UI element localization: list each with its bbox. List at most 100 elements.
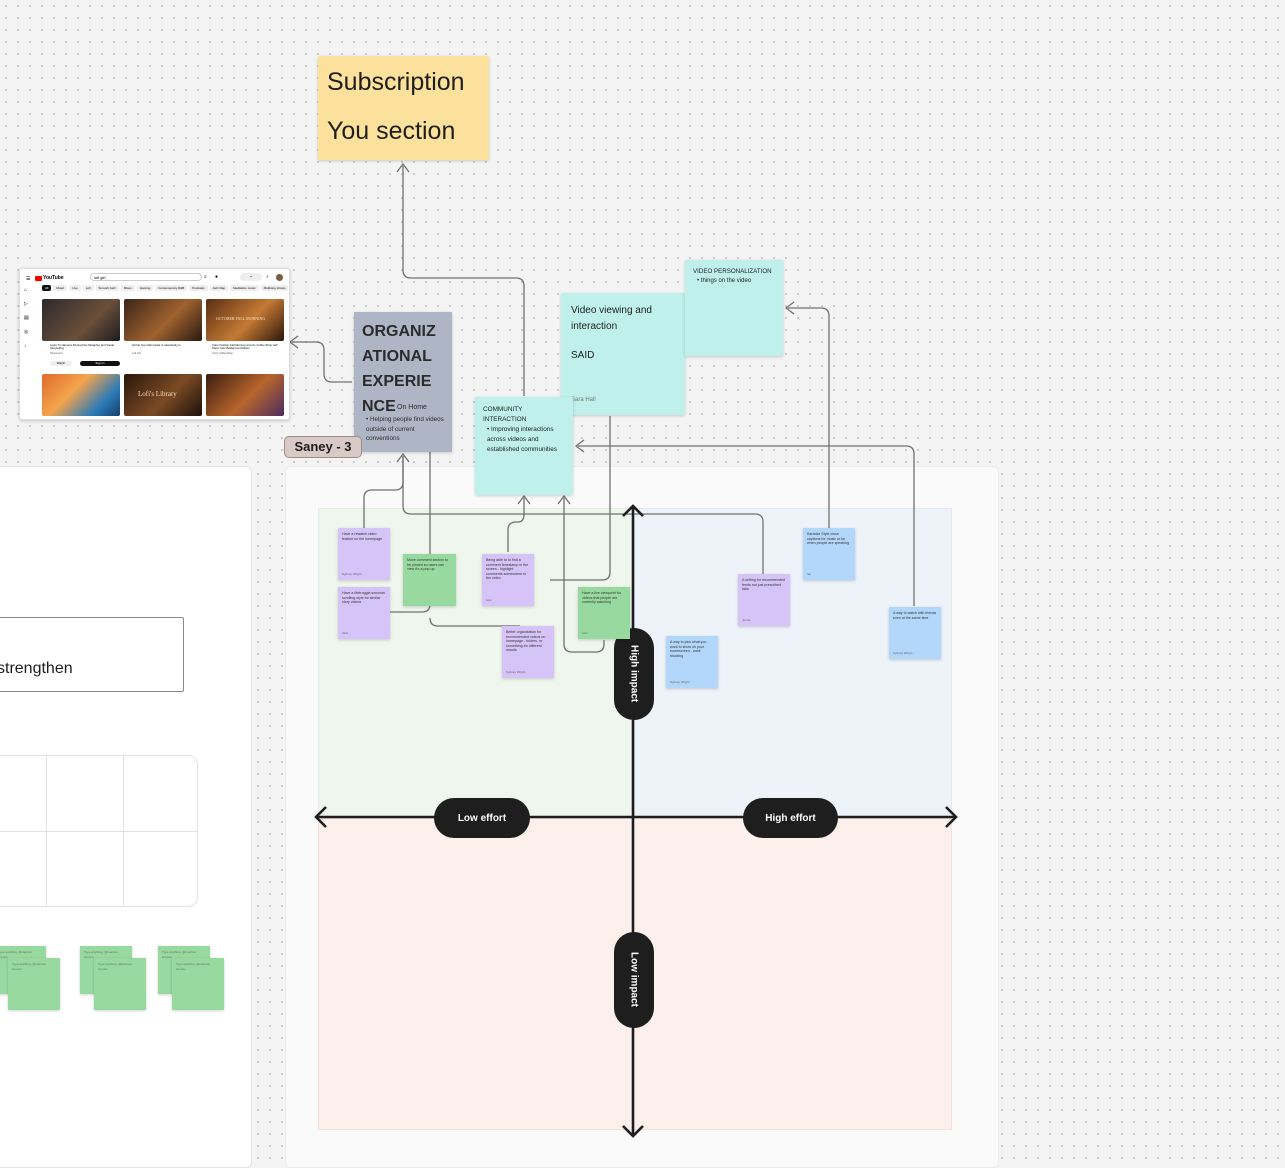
home-icon[interactable]: ⌂ xyxy=(24,287,28,293)
video-personalization-title: VIDEO PERSONALIZATION xyxy=(693,268,772,275)
you-icon[interactable]: ◎ xyxy=(24,329,29,335)
connector xyxy=(550,416,611,581)
arrow-head xyxy=(517,494,531,505)
chip[interactable]: Lofi xyxy=(82,285,94,291)
idea-sticky[interactable]: Have a Metroggle-seconds scrolling style… xyxy=(338,587,390,639)
low-effort-label[interactable]: Low effort xyxy=(434,798,530,838)
subscription-line2: You section xyxy=(327,117,456,145)
arrow-head xyxy=(574,439,585,453)
watch-button[interactable]: Watch xyxy=(50,361,72,366)
chip[interactable]: Music xyxy=(53,285,68,291)
chip[interactable]: All xyxy=(42,285,52,291)
idea-sticky[interactable]: Have a live viewpoint for videos that pe… xyxy=(578,587,630,639)
shorts-icon[interactable]: ▷ xyxy=(24,301,28,307)
org-title-line: ATIONAL xyxy=(362,348,432,365)
idea-sticky[interactable]: A setting for recommended feeds not just… xyxy=(738,574,790,626)
video-thumbnail[interactable] xyxy=(42,299,120,341)
mic-icon[interactable]: ● xyxy=(215,274,219,280)
idea-sticky[interactable]: Being able to to find a comment timestam… xyxy=(482,554,534,606)
small-green-note[interactable]: Type anything, @mention anyone xyxy=(94,958,146,1010)
downloads-icon[interactable]: ↓ xyxy=(24,343,27,349)
video-viewing-title: Video viewing and interaction xyxy=(571,305,652,332)
youtube-screenshot[interactable]: ☰ YouTube lofi girl ⌕ ● + ♪ All Music Li… xyxy=(19,268,290,420)
axis-arrow-left xyxy=(314,806,327,828)
subscriptions-icon[interactable]: ▤ xyxy=(24,315,29,321)
chip[interactable]: Gaming xyxy=(136,285,154,291)
create-button[interactable]: + xyxy=(240,273,262,281)
chip[interactable]: Podcasts xyxy=(189,285,208,291)
small-green-note[interactable]: Type anything, @mention anyone xyxy=(172,958,224,1010)
youtube-search-input[interactable]: lofi girl xyxy=(90,273,202,281)
youtube-logo[interactable]: YouTube xyxy=(35,275,64,281)
youtube-play-icon xyxy=(35,275,42,281)
idea-sticky[interactable]: A way to pick what you want to show on y… xyxy=(666,636,718,688)
idea-sticky[interactable]: Better organization for recommended vide… xyxy=(502,626,554,678)
video-thumbnail[interactable] xyxy=(42,374,120,416)
small-green-note[interactable]: Type anything, @mention anyone xyxy=(8,958,60,1010)
org-title-line: NCE xyxy=(362,398,396,415)
idea-sticky[interactable]: Move comment section to be pinned so use… xyxy=(403,554,456,606)
chip[interactable]: Meditation music xyxy=(230,285,259,291)
high-impact-label[interactable]: High impact xyxy=(614,628,654,720)
axis-arrow-bottom xyxy=(622,1125,644,1138)
connector xyxy=(429,617,520,627)
thumbnail-title: Lofi's Library xyxy=(138,390,177,398)
community-bullet: • Improving interactions across videos a… xyxy=(487,426,557,453)
chip[interactable]: Mukbang shows xyxy=(260,285,289,291)
strengthen-box[interactable]: strengthen xyxy=(0,617,184,692)
grid-line xyxy=(0,831,197,832)
high-effort-label[interactable]: High effort xyxy=(743,798,838,838)
video-channel: Sponsored xyxy=(50,352,63,355)
chip[interactable]: Mixes xyxy=(120,285,135,291)
org-title-line: ORGANIZ xyxy=(362,323,436,340)
arrow-head xyxy=(288,335,299,349)
connector xyxy=(507,498,525,552)
side-nav: ⌂ ▷ ▤ ◎ ↓ xyxy=(24,287,38,349)
hamburger-icon[interactable]: ☰ xyxy=(26,276,31,282)
axis-arrow-top xyxy=(622,504,644,517)
search-icon[interactable]: ⌕ xyxy=(204,274,207,280)
organizational-note[interactable]: ORGANIZ ATIONAL EXPERIE NCE On Home • He… xyxy=(354,312,452,452)
low-impact-label[interactable]: Low impact xyxy=(614,932,654,1028)
avatar[interactable] xyxy=(276,274,283,281)
subscription-line1: Subscription xyxy=(327,68,465,96)
idea-sticky[interactable]: Have a rewatch video feature on the home… xyxy=(338,528,390,580)
org-title-line: EXPERIE xyxy=(362,373,432,390)
video-thumbnail[interactable]: Lofi's Library xyxy=(124,374,202,416)
video-title[interactable]: lofi hip hop radio beats to relax/study … xyxy=(132,343,181,347)
video-personalization-note[interactable]: VIDEO PERSONALIZATION • things on the vi… xyxy=(685,260,783,356)
video-viewing-note[interactable]: Video viewing and interaction SAID Sara … xyxy=(561,293,685,415)
video-thumbnail[interactable] xyxy=(124,299,202,341)
idea-sticky[interactable]: Karaoke Style close captions for music o… xyxy=(803,528,855,580)
arrow-head xyxy=(557,494,571,505)
thumbnail-title: OCTOBER FALL MORNING xyxy=(216,316,266,321)
video-title[interactable]: Learn To Harness Perspective Metaphor An… xyxy=(50,343,114,351)
video-channel: Cozy Coffee Shop xyxy=(212,352,234,355)
arrow-head xyxy=(784,301,795,315)
idea-sticky[interactable]: A way to watch with friends even at the … xyxy=(889,607,941,659)
subscription-note[interactable]: Subscription You section xyxy=(318,56,489,160)
connector xyxy=(363,456,404,528)
chip[interactable]: Smooth Jazz xyxy=(95,285,119,291)
connector xyxy=(788,307,830,528)
video-viewing-author: Sara Hall xyxy=(571,397,596,403)
axis-arrow-right xyxy=(945,806,958,828)
chip[interactable]: Jazz Rap xyxy=(209,285,229,291)
strengthen-text: strengthen xyxy=(0,660,73,677)
chip[interactable]: Live xyxy=(69,285,81,291)
community-note[interactable]: COMMUNITY INTERACTION • Improving intera… xyxy=(475,397,573,495)
video-title[interactable]: Calm October Fall Morning at Cozy Coffee… xyxy=(212,343,278,351)
saney-tag[interactable]: Saney - 3 xyxy=(284,436,362,458)
connector xyxy=(402,456,764,574)
table-grid[interactable] xyxy=(0,755,198,907)
chip[interactable]: Contemporary R&B xyxy=(155,285,188,291)
video-thumbnail[interactable] xyxy=(206,374,284,416)
connector xyxy=(402,166,525,396)
video-channel: Lofi Girl xyxy=(132,352,141,355)
video-thumbnail[interactable]: OCTOBER FALL MORNING xyxy=(206,299,284,341)
chips-bar: All Music Live Lofi Smooth Jazz Mixes Ga… xyxy=(42,285,289,291)
org-suffix: On Home xyxy=(397,404,427,411)
sign-in-button[interactable]: Sign in xyxy=(80,361,120,366)
bell-icon[interactable]: ♪ xyxy=(266,274,269,280)
